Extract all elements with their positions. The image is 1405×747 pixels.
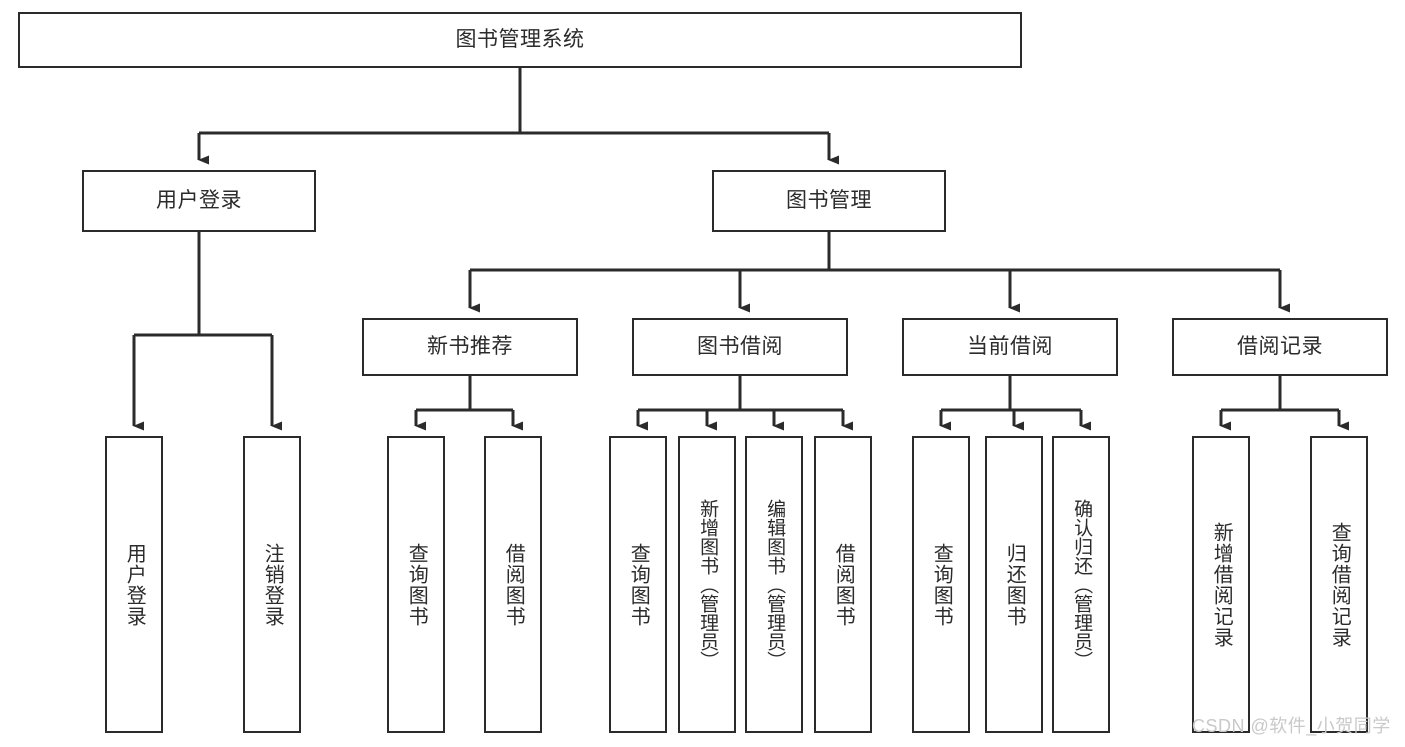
node-leaf-logout[interactable]: 注销登录 — [243, 436, 301, 733]
node-leaf-logout-label: 注销登录 — [261, 542, 284, 627]
node-current-borrow[interactable]: 当前借阅 — [902, 318, 1118, 376]
csdn-watermark: CSDN @软件_小贺同学 — [1192, 716, 1391, 736]
node-new-book-recommend[interactable]: 新书推荐 — [362, 318, 578, 376]
node-leaf-query-record-label: 查询借阅记录 — [1328, 521, 1351, 648]
node-leaf-add-record[interactable]: 新增借阅记录 — [1192, 436, 1250, 733]
node-new-book-recommend-label: 新书推荐 — [427, 335, 513, 359]
node-borrow-record-label: 借阅记录 — [1237, 335, 1323, 359]
node-root[interactable]: 图书管理系统 — [18, 12, 1022, 68]
node-leaf-query-record[interactable]: 查询借阅记录 — [1310, 436, 1368, 733]
node-user-login-label: 用户登录 — [156, 189, 242, 213]
node-book-management-label: 图书管理 — [786, 189, 872, 213]
node-leaf-user-login[interactable]: 用户登录 — [105, 436, 163, 733]
node-leaf-return-book-label: 归还图书 — [1003, 542, 1026, 627]
node-current-borrow-label: 当前借阅 — [967, 335, 1053, 359]
node-book-management[interactable]: 图书管理 — [712, 170, 946, 232]
node-leaf-query-book-3-label: 查询图书 — [930, 542, 953, 627]
node-leaf-borrow-book-2[interactable]: 借阅图书 — [814, 436, 872, 733]
node-leaf-query-book-2[interactable]: 查询图书 — [609, 436, 667, 733]
node-leaf-borrow-book-1-label: 借阅图书 — [502, 542, 525, 627]
node-leaf-return-book[interactable]: 归还图书 — [985, 436, 1043, 733]
node-leaf-borrow-book-1[interactable]: 借阅图书 — [484, 436, 542, 733]
node-leaf-query-book-1[interactable]: 查询图书 — [387, 436, 445, 733]
node-borrow-record[interactable]: 借阅记录 — [1172, 318, 1388, 376]
node-leaf-edit-book[interactable]: 编辑图书（管理员） — [745, 436, 803, 733]
node-leaf-confirm-return-label: 确认归还（管理员） — [1071, 499, 1093, 670]
node-leaf-query-book-3[interactable]: 查询图书 — [912, 436, 970, 733]
node-leaf-user-login-label: 用户登录 — [123, 542, 146, 627]
node-leaf-add-book-label: 新增图书（管理员） — [697, 499, 719, 670]
node-leaf-confirm-return[interactable]: 确认归还（管理员） — [1052, 436, 1110, 733]
node-leaf-add-book[interactable]: 新增图书（管理员） — [678, 436, 736, 733]
node-leaf-query-book-2-label: 查询图书 — [627, 542, 650, 627]
node-leaf-query-book-1-label: 查询图书 — [405, 542, 428, 627]
node-root-label: 图书管理系统 — [455, 28, 585, 52]
node-book-borrow[interactable]: 图书借阅 — [632, 318, 848, 376]
node-leaf-borrow-book-2-label: 借阅图书 — [832, 542, 855, 627]
node-user-login[interactable]: 用户登录 — [82, 170, 316, 232]
node-leaf-edit-book-label: 编辑图书（管理员） — [764, 499, 786, 670]
node-leaf-add-record-label: 新增借阅记录 — [1210, 521, 1233, 648]
node-book-borrow-label: 图书借阅 — [697, 335, 783, 359]
